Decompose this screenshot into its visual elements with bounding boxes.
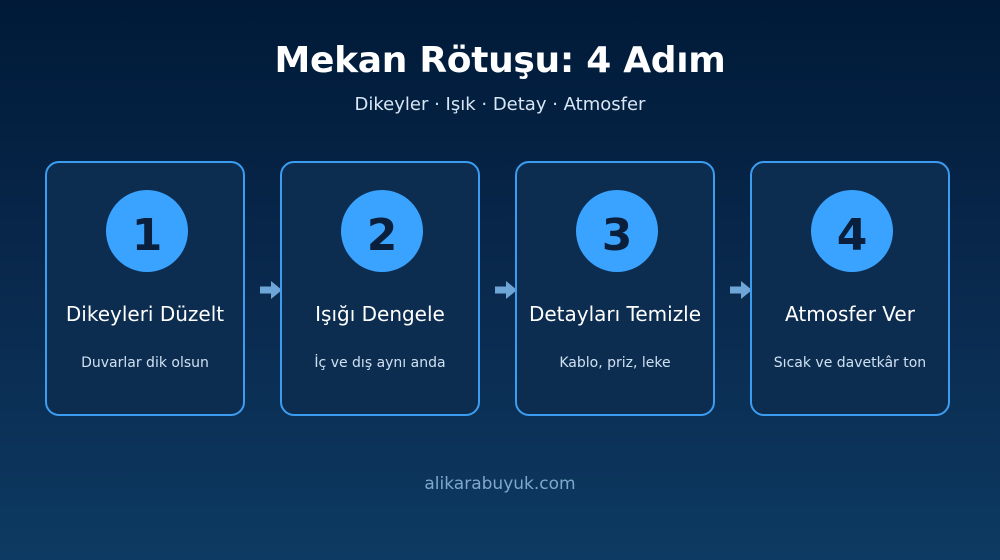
step-description: İç ve dış aynı anda [314, 355, 446, 371]
step-description: Kablo, priz, leke [559, 355, 671, 371]
step-number-badge: 2 [341, 190, 423, 272]
arrow-right-icon [730, 281, 752, 299]
step-description: Duvarlar dik olsun [81, 355, 209, 371]
page-subtitle: Dikeyler · Işık · Detay · Atmosfer [354, 94, 646, 115]
step-card-2: 2 Işığı Dengele İç ve dış aynı anda [280, 161, 480, 416]
step-number-badge: 4 [811, 190, 893, 272]
step-card-4: 4 Atmosfer Ver Sıcak ve davetkâr ton [750, 161, 950, 416]
step-description: Sıcak ve davetkâr ton [773, 355, 927, 371]
step-number-badge: 3 [576, 190, 658, 272]
step-title: Dikeyleri Düzelt [65, 302, 225, 326]
footer-website: alikarabuyuk.com [424, 474, 576, 494]
step-title: Işığı Dengele [315, 302, 445, 326]
page-title: Mekan Rötuşu: 4 Adım [274, 40, 726, 81]
arrow-right-icon [260, 281, 282, 299]
step-card-3: 3 Detayları Temizle Kablo, priz, leke [515, 161, 715, 416]
step-card-1: 1 Dikeyleri Düzelt Duvarlar dik olsun [45, 161, 245, 416]
step-title: Atmosfer Ver [785, 302, 915, 326]
step-number-badge: 1 [106, 190, 188, 272]
arrow-right-icon [495, 281, 517, 299]
step-title: Detayları Temizle [528, 302, 702, 326]
